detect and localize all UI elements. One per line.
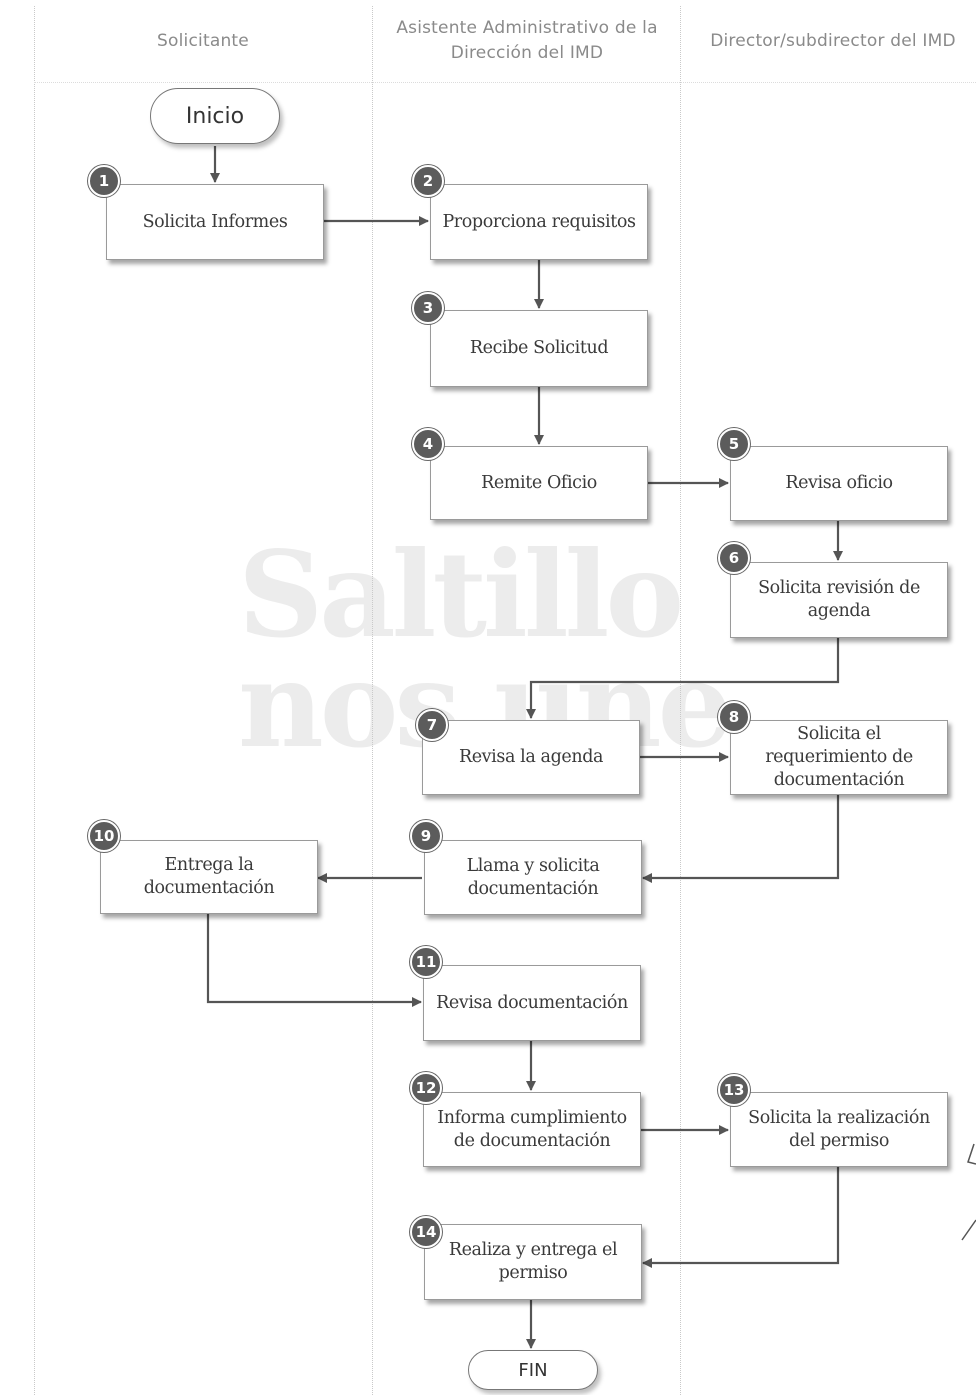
step-9-box: Llama y solicita documentación bbox=[424, 840, 642, 915]
step-3-badge: 3 bbox=[412, 292, 444, 324]
step-8-badge: 8 bbox=[718, 701, 750, 733]
step-4-badge: 4 bbox=[412, 428, 444, 460]
step-5-box: Revisa oficio bbox=[730, 446, 948, 521]
lane-divider-1 bbox=[372, 6, 373, 1395]
watermark-line1: Saltillo bbox=[238, 525, 684, 664]
lane-divider-2 bbox=[680, 6, 681, 1395]
connector-13-14 bbox=[642, 1167, 840, 1268]
lane-header-asistente: Asistente Administrativo de la Dirección… bbox=[396, 18, 658, 63]
step-7-box: Revisa la agenda bbox=[422, 720, 640, 795]
step-14-badge: 14 bbox=[410, 1216, 442, 1248]
step-6-badge: 6 bbox=[718, 542, 750, 574]
step-2-box: Proporciona requisitos bbox=[430, 184, 648, 260]
step-7-badge: 7 bbox=[416, 709, 448, 741]
step-2-badge: 2 bbox=[412, 165, 444, 197]
step-6-box: Solicita revisión de agenda bbox=[730, 562, 948, 638]
step-1-box: Solicita Informes bbox=[106, 184, 324, 260]
step-12-badge: 12 bbox=[410, 1072, 442, 1104]
step-11-box: Revisa documentación bbox=[423, 965, 641, 1041]
step-12-box: Informa cumplimiento de documentación bbox=[423, 1092, 641, 1167]
connector-6-7 bbox=[526, 638, 840, 719]
step-9-badge: 9 bbox=[410, 820, 442, 852]
end-terminator: FIN bbox=[468, 1350, 598, 1390]
header-divider bbox=[34, 82, 976, 83]
step-10-box: Entrega la documentación bbox=[100, 840, 318, 914]
lane-header-director: Director/subdirector del IMD bbox=[710, 30, 956, 51]
step-10-badge: 10 bbox=[88, 820, 120, 852]
connector-10-11 bbox=[206, 913, 422, 1007]
step-13-badge: 13 bbox=[718, 1074, 750, 1106]
handwritten-mark bbox=[961, 1143, 976, 1241]
start-terminator: Inicio bbox=[150, 88, 280, 144]
step-8-box: Solicita el requerimiento de documentaci… bbox=[730, 720, 948, 795]
step-1-badge: 1 bbox=[88, 165, 120, 197]
connector-8-9 bbox=[642, 795, 840, 883]
lane-divider-left bbox=[34, 6, 35, 1395]
step-11-badge: 11 bbox=[410, 946, 442, 978]
step-3-box: Recibe Solicitud bbox=[430, 310, 648, 387]
step-14-box: Realiza y entrega el permiso bbox=[424, 1224, 642, 1300]
step-5-badge: 5 bbox=[718, 428, 750, 460]
lane-header-solicitante: Solicitante bbox=[157, 30, 249, 51]
step-13-box: Solicita la realización del permiso bbox=[730, 1092, 948, 1167]
step-4-box: Remite Oficio bbox=[430, 446, 648, 520]
